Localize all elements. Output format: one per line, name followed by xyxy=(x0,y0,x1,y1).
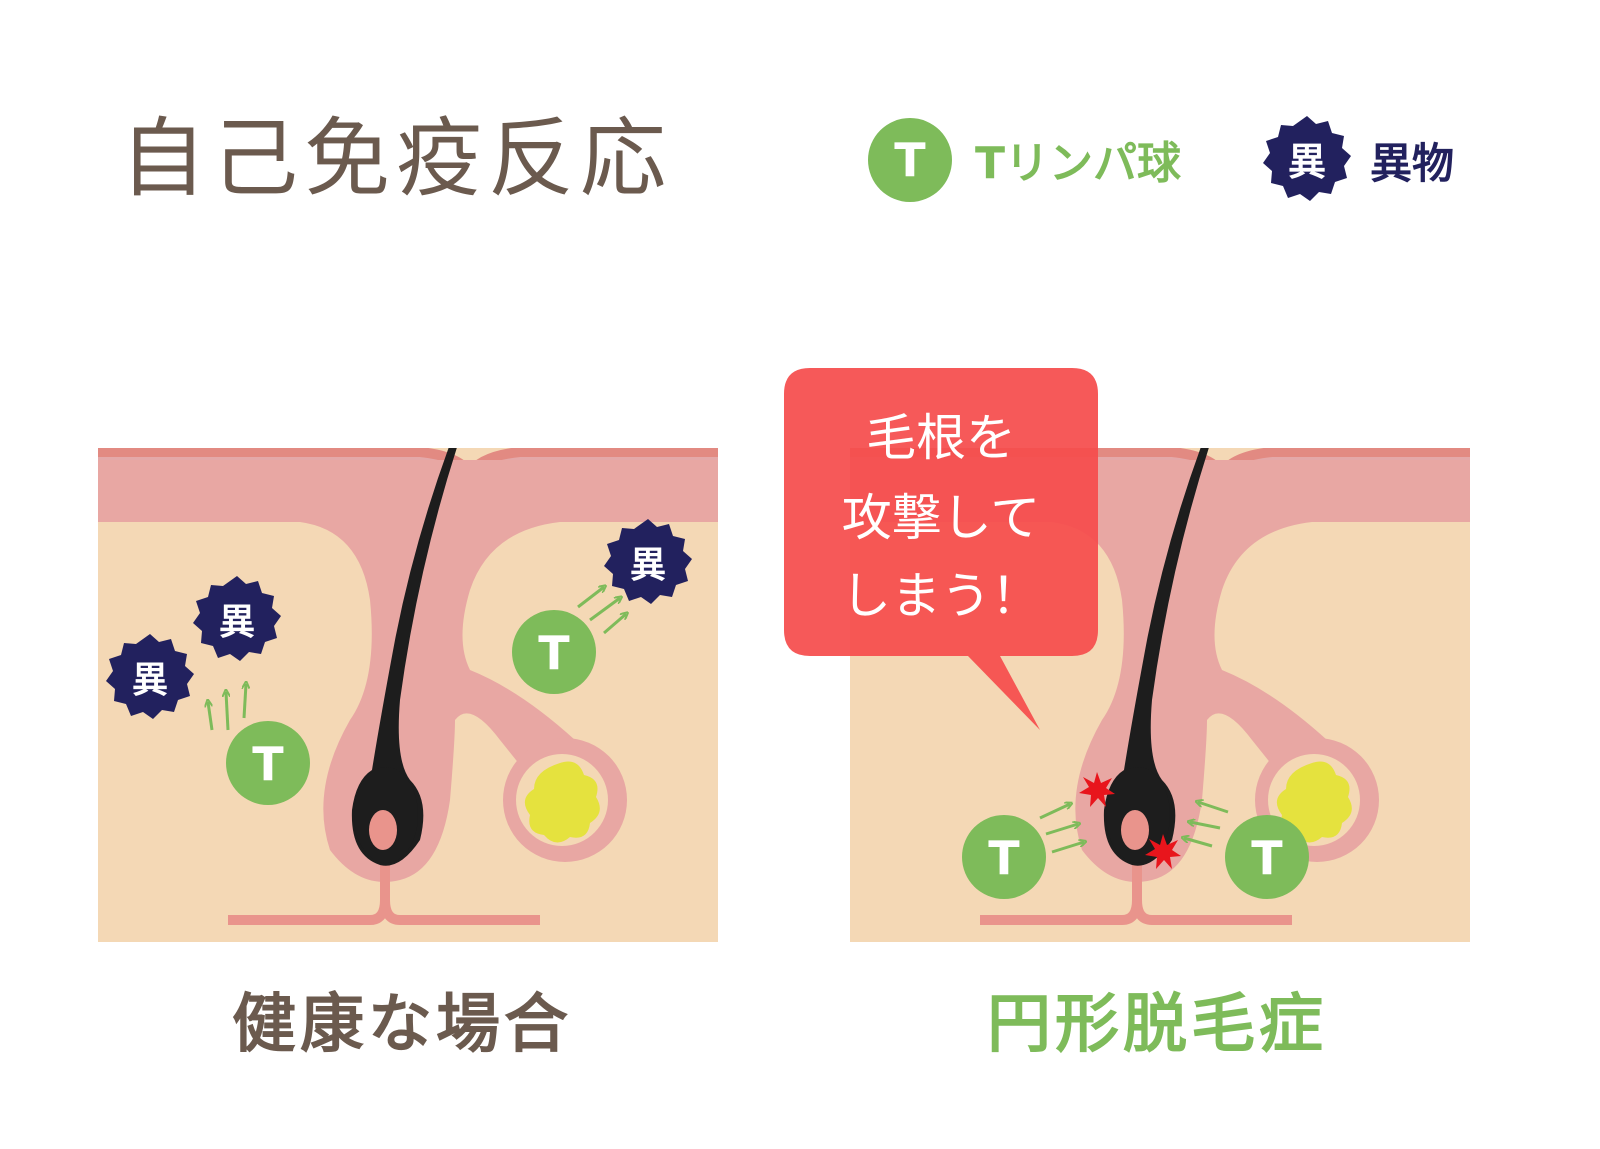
foreign-body: 異 xyxy=(106,634,194,719)
svg-text:異: 異 xyxy=(219,602,255,643)
legend-foreign-label: 異物 xyxy=(1370,139,1454,188)
legend-t-cell-symbol: T xyxy=(894,133,926,187)
alopecia-caption: 円形脱毛症 xyxy=(987,988,1327,1062)
dermal-papilla xyxy=(369,810,397,850)
damage-spark xyxy=(1079,772,1115,807)
page-title: 自己免疫反応 xyxy=(120,109,672,209)
foreign-body: 異 xyxy=(604,519,692,604)
papilla-base xyxy=(980,840,1292,925)
alopecia-panel: 毛根を 攻撃して しまう！ T T 円形脱毛症 xyxy=(784,368,1470,1062)
t-cell: T xyxy=(226,721,310,805)
svg-text:T: T xyxy=(252,737,284,791)
legend-foreign-symbol: 異 xyxy=(1288,140,1326,184)
papilla-base xyxy=(228,840,540,925)
follicle-sheath xyxy=(98,460,718,882)
svg-text:異: 異 xyxy=(132,660,168,701)
sebaceous-gland xyxy=(524,761,600,843)
legend: T Tリンパ球 異 異物 xyxy=(868,116,1454,202)
bubble-line: 攻撃して xyxy=(842,489,1041,547)
svg-text:T: T xyxy=(988,831,1020,885)
healthy-caption: 健康な場合 xyxy=(232,988,572,1062)
svg-text:T: T xyxy=(538,626,570,680)
speech-bubble: 毛根を 攻撃して しまう！ xyxy=(784,368,1098,730)
dermal-papilla xyxy=(1121,810,1149,850)
bubble-line: 毛根を xyxy=(866,409,1016,467)
t-cell: T xyxy=(1225,815,1309,899)
foreign-body: 異 xyxy=(193,576,281,661)
legend-t-cell-icon xyxy=(868,118,952,202)
hair-shaft xyxy=(351,448,457,866)
svg-text:異: 異 xyxy=(630,545,666,586)
sebaceous-gland xyxy=(1276,761,1352,843)
damage-spark xyxy=(1145,834,1181,869)
legend-t-cell-label: Tリンパ球 xyxy=(975,138,1182,189)
healthy-panel: T T 異 異 異 健康な場合 xyxy=(98,448,718,1062)
follicle-sheath xyxy=(850,460,1470,882)
attack-arrows xyxy=(1039,802,1229,854)
t-cell: T xyxy=(512,610,596,694)
hair-shaft xyxy=(1103,448,1209,866)
attack-arrows xyxy=(208,587,626,731)
bubble-line: しまう！ xyxy=(841,567,1041,625)
t-cell: T xyxy=(962,815,1046,899)
svg-text:T: T xyxy=(1251,831,1283,885)
